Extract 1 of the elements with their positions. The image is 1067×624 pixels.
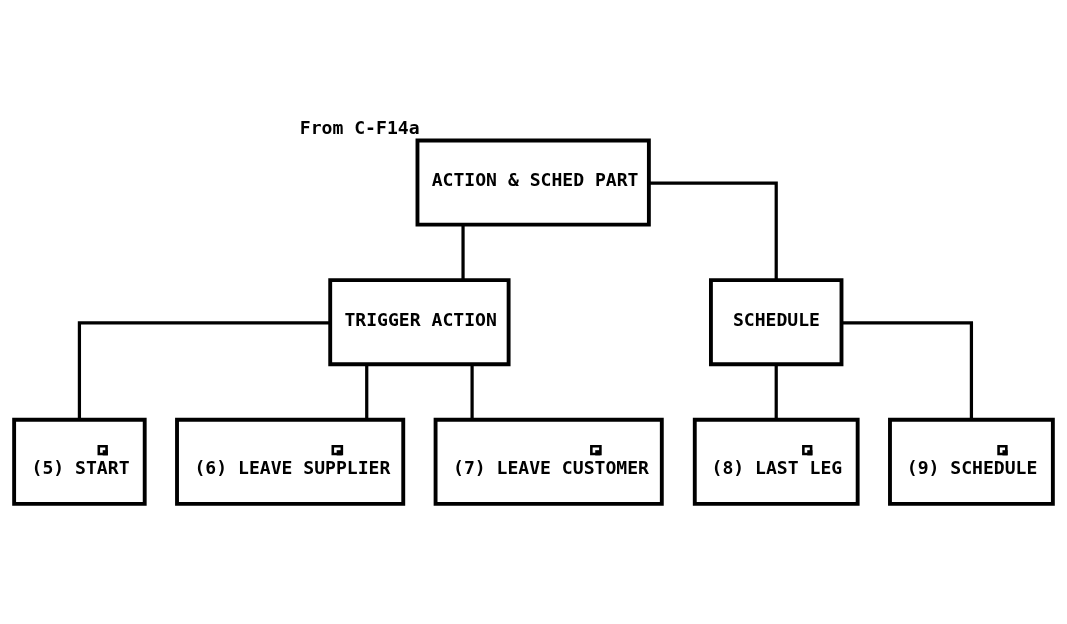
node-label: From C-F14a (299, 116, 420, 138)
